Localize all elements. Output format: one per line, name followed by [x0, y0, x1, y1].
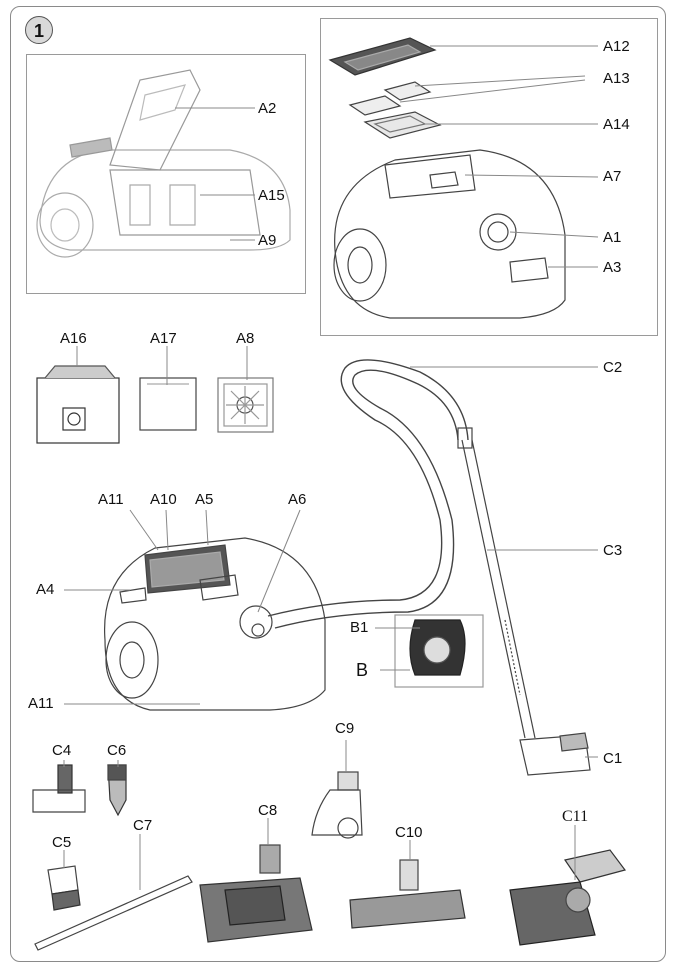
label-C8: C8: [258, 802, 278, 819]
dust-bag-drawing: [36, 365, 120, 444]
label-B1: B1: [350, 619, 369, 636]
label-C7: C7: [133, 817, 153, 834]
label-A16: A16: [60, 330, 87, 347]
bag-holder-drawing: [394, 614, 484, 688]
main-vacuum-drawing: [103, 537, 326, 711]
label-B: B: [356, 660, 369, 680]
open-lid-panel: [26, 54, 306, 294]
label-A13: A13: [603, 70, 630, 87]
label-C10: C10: [395, 824, 423, 841]
label-C6: C6: [107, 742, 127, 759]
label-A6: A6: [288, 491, 307, 508]
electric-brush-drawing: [509, 849, 627, 946]
label-A11-top: A11: [98, 491, 124, 508]
label-A1: A1: [603, 229, 622, 246]
label-C9: C9: [335, 720, 355, 737]
label-C3: C3: [603, 542, 623, 559]
label-A2: A2: [258, 100, 277, 117]
turbo-floor-nozzle-drawing: [199, 844, 313, 943]
closed-vacuum-drawing: [333, 149, 566, 319]
upholstery-nozzle-drawing: [32, 764, 86, 813]
label-A5: A5: [195, 491, 214, 508]
label-A8: A8: [236, 330, 255, 347]
label-C2: C2: [603, 359, 623, 376]
open-vacuum-drawing: [36, 69, 291, 258]
dusting-brush-drawing: [47, 865, 81, 911]
filter-pad-drawing: [348, 81, 432, 116]
label-A15: A15: [258, 187, 285, 204]
floor-nozzle-drawing: [519, 732, 591, 776]
label-A4: A4: [36, 581, 55, 598]
hose-drawing: [267, 359, 469, 629]
label-C4: C4: [52, 742, 72, 759]
parquet-nozzle-drawing: [349, 859, 466, 929]
label-C5: C5: [52, 834, 72, 851]
flexible-crevice-drawing: [34, 875, 193, 951]
figure-number-badge: 1: [25, 16, 53, 44]
extension-tube-drawing: [457, 427, 536, 739]
filter-exploded-panel: [320, 18, 658, 336]
filter-grille-drawing: [328, 37, 437, 76]
label-A17: A17: [150, 330, 177, 347]
label-A9: A9: [258, 232, 277, 249]
outlet-filter-drawing: [217, 377, 274, 433]
label-A11-bottom: A11: [28, 695, 54, 712]
label-C11: C11: [562, 808, 589, 825]
motor-filter-pad-drawing: [139, 377, 197, 431]
turbo-brush-drawing: [311, 771, 363, 839]
figure-frame: [10, 6, 666, 962]
label-A10: A10: [150, 491, 177, 508]
label-A12: A12: [603, 38, 630, 55]
crevice-nozzle-drawing: [107, 764, 127, 817]
label-A3: A3: [603, 259, 622, 276]
label-A7: A7: [603, 168, 622, 185]
hepa-filter-drawing: [363, 111, 442, 139]
label-C1: C1: [603, 750, 623, 767]
label-A14: A14: [603, 116, 630, 133]
